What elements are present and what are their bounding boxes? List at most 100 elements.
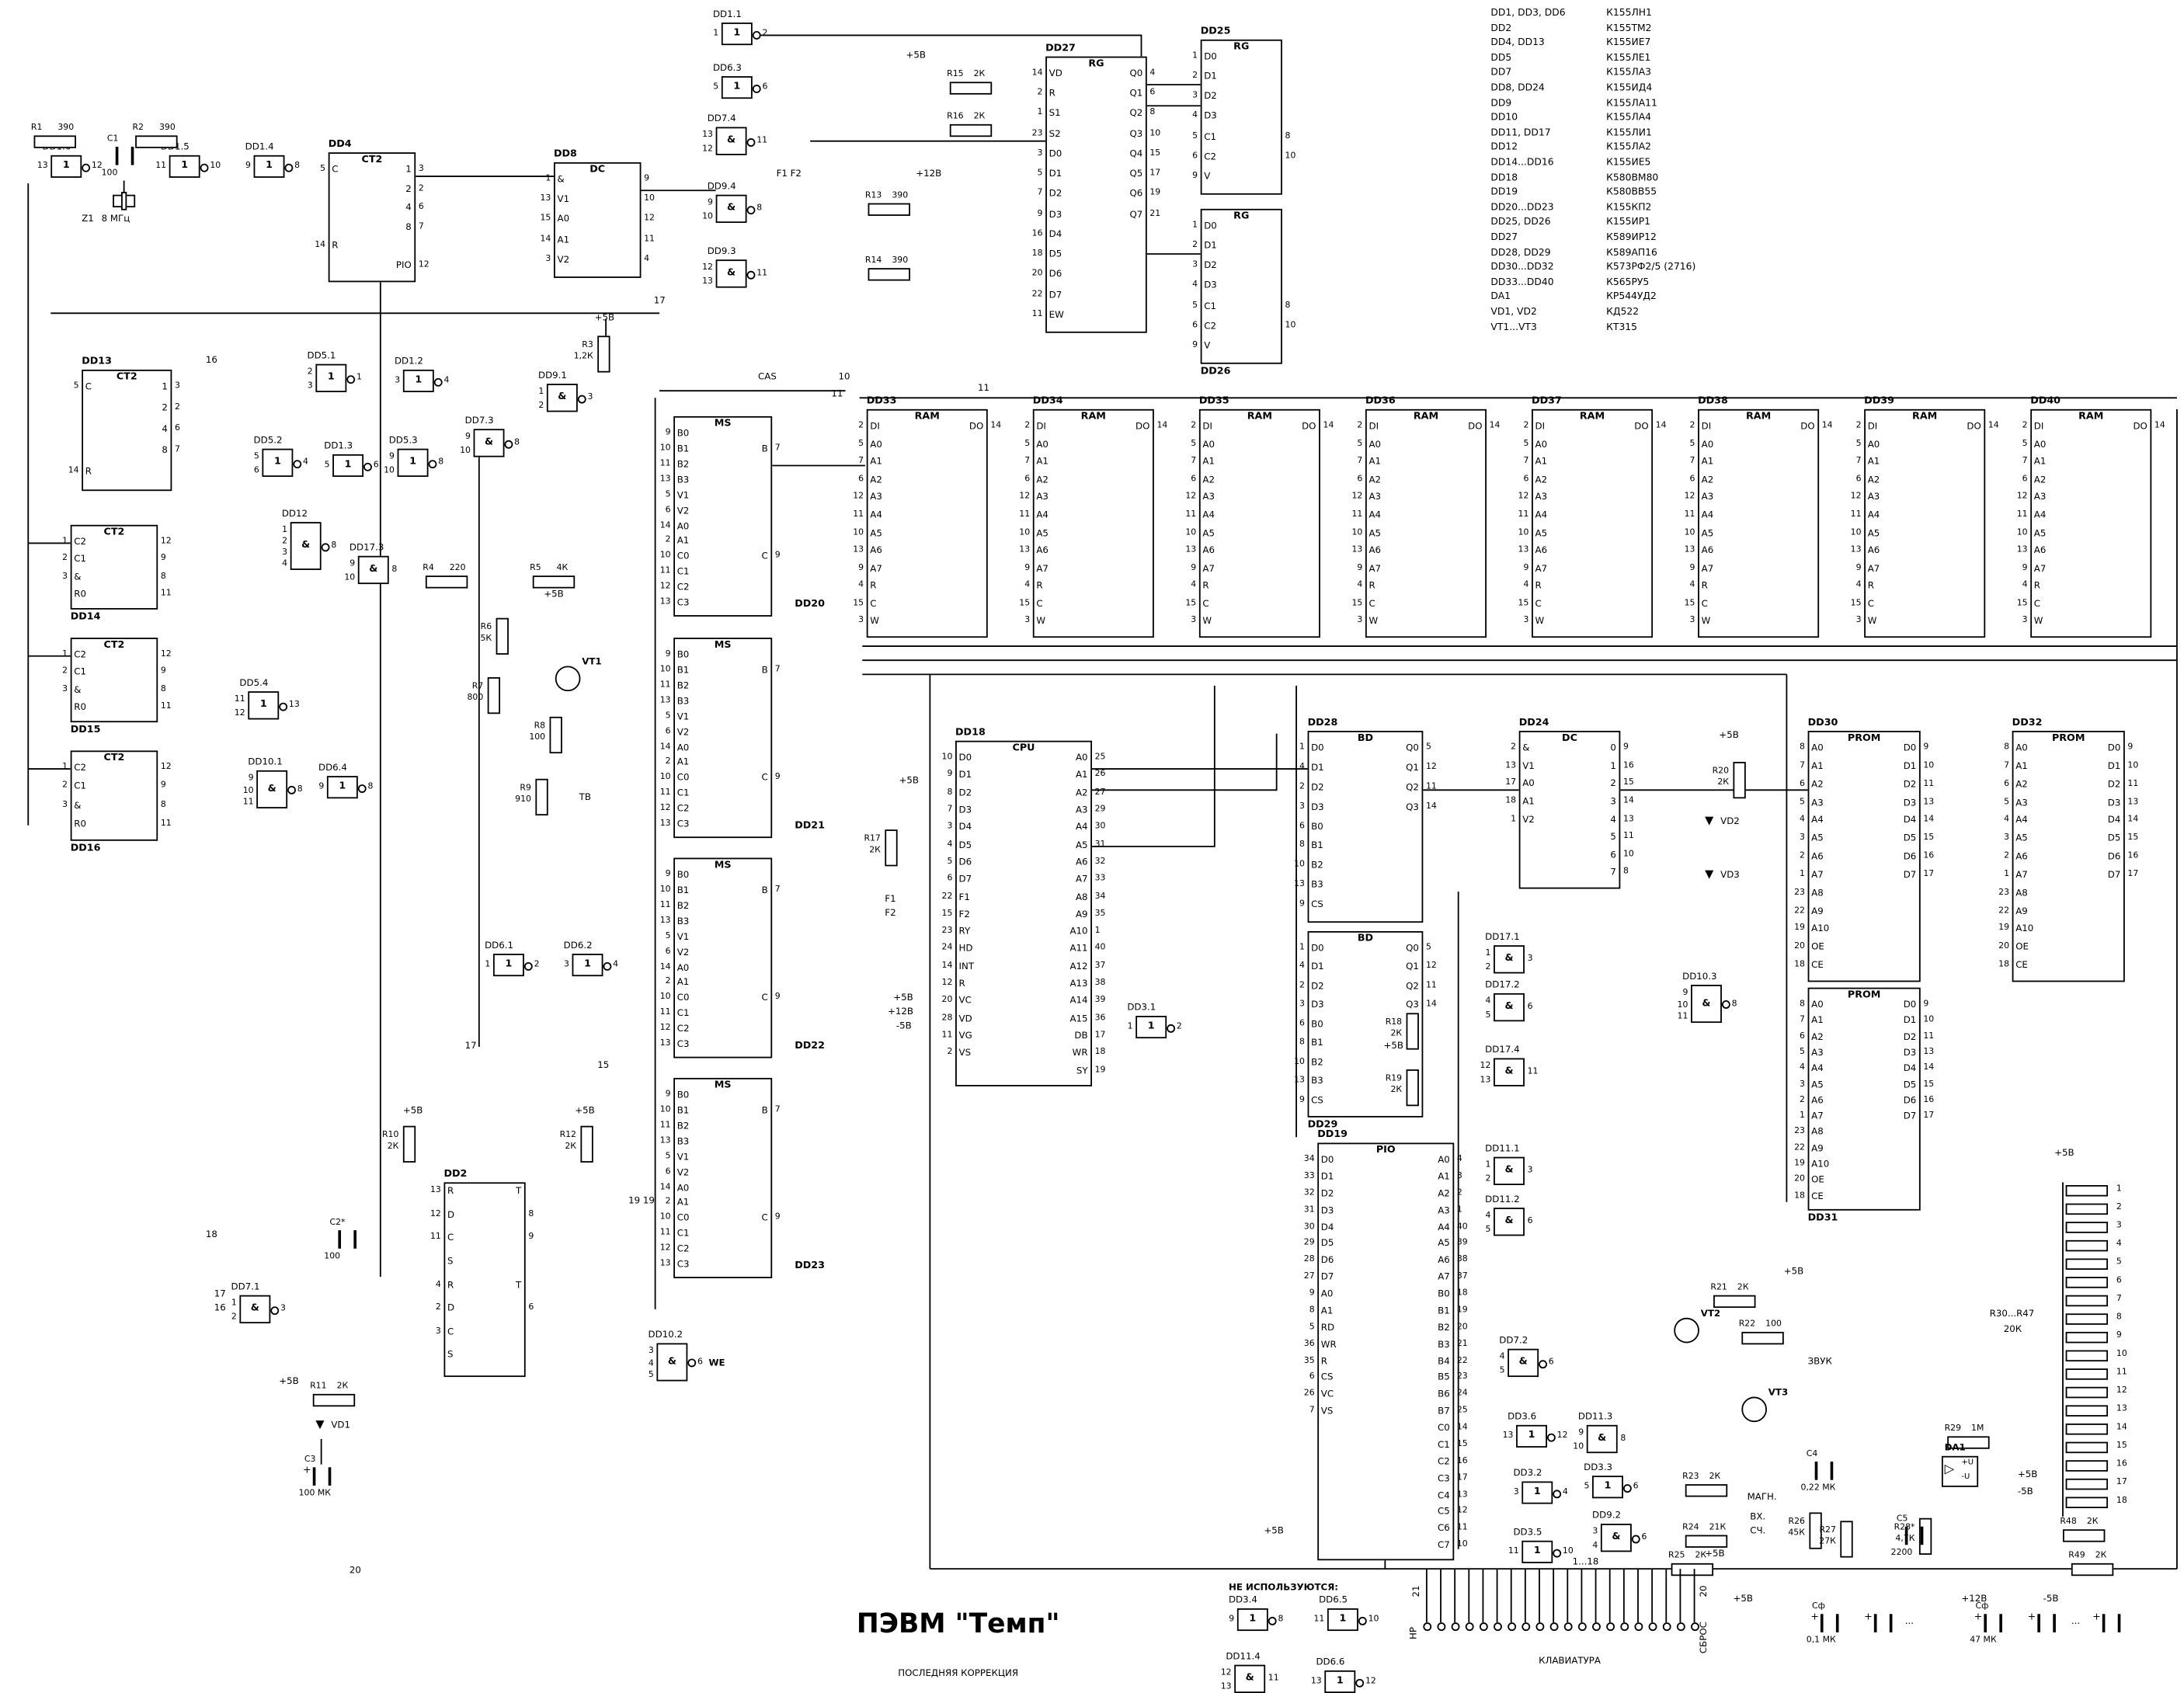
resistor-value: 390 [892, 255, 909, 266]
gate-symbol: 1 [1604, 1479, 1612, 1492]
gate-DD11.3 [1586, 1424, 1618, 1454]
pin-number: 32 [1094, 856, 1106, 867]
parts-list-refs: DD10 [1490, 111, 1518, 123]
gate-designator: DD3.4 [1228, 1594, 1257, 1606]
pin-number: 13 [1923, 796, 1935, 807]
pin-number: 11 [756, 268, 768, 278]
crystal-plate [121, 192, 127, 210]
pin-number: 2 [947, 1047, 953, 1058]
pin-label: F1 [958, 891, 970, 902]
inversion-dot [752, 30, 761, 39]
pin-label: D7 [1903, 1110, 1917, 1122]
pin-number: 10 [1677, 999, 1688, 1010]
pin-label: A10 [1069, 926, 1088, 937]
parts-list-refs: DD5 [1490, 51, 1512, 64]
pin-number: 3 [62, 683, 68, 694]
pin-label: B0 [676, 869, 690, 881]
gate-designator: DD11.1 [1485, 1142, 1520, 1155]
parts-list-value: К155КП2 [1606, 201, 1652, 213]
label: 20 [1698, 1585, 1709, 1597]
gate-designator: DD1.4 [245, 141, 274, 153]
pin-number: 12 [160, 536, 172, 547]
pin-label: A3 [1368, 491, 1382, 503]
gate-designator: DD12 [281, 508, 308, 520]
opamp-DA1 [1941, 1455, 1979, 1487]
pin-number: 9 [1192, 339, 1198, 350]
gate-symbol: & [1504, 1215, 1514, 1226]
pin-label: D0 [1049, 148, 1062, 160]
ic-DD36 [1365, 408, 1487, 638]
pin-number: 6 [1523, 473, 1529, 484]
pin-label: W [870, 615, 879, 627]
label: +5В [1705, 1547, 1725, 1559]
label: +12В [916, 168, 942, 179]
pin-label: A1 [1867, 456, 1880, 468]
pin-label: A2 [2033, 473, 2047, 485]
pin-number: 7 [1523, 456, 1529, 466]
resistor-value: 2К [387, 1141, 399, 1152]
ic-DD39 [1864, 408, 1986, 638]
gate-designator: DD7.2 [1499, 1334, 1528, 1347]
pin-number: 4 [1192, 110, 1198, 121]
pin-number: 9 [1192, 170, 1198, 181]
pin-label: B0 [676, 427, 690, 439]
capacitor-designator: C2* [329, 1217, 346, 1228]
pin-label: A11 [1069, 943, 1088, 954]
pin-label: DO [1634, 420, 1649, 432]
pin-label: A1 [676, 1197, 690, 1208]
pin-label: C2 [676, 581, 690, 593]
resistor-R9 [535, 778, 548, 816]
pin-label: C2 [676, 1023, 690, 1034]
gate-designator: DD3.1 [1127, 1001, 1156, 1013]
gate-designator: DD10.3 [1682, 970, 1717, 982]
resistor-R26 [1809, 1512, 1822, 1549]
pin-label: D6 [958, 856, 972, 868]
pin-label: D5 [958, 839, 972, 850]
pin-label: V [1204, 170, 1211, 183]
pin-label: A3 [1701, 491, 1714, 503]
pin-number: 10 [659, 551, 671, 561]
transistor-VT1 [555, 666, 581, 692]
pin-label: S1 [1049, 107, 1061, 120]
pin-label: A8 [1075, 891, 1088, 902]
pin-number: 13 [659, 1135, 671, 1145]
resistor-designator: R8 [534, 721, 546, 732]
pin-label: B [761, 884, 768, 896]
gate-DD6.5 [1327, 1608, 1358, 1632]
ic-DD31 [1807, 987, 1921, 1211]
gate-DD3.3 [1592, 1476, 1623, 1499]
pin-label: B3 [676, 695, 690, 707]
ic-designator: DD8 [553, 148, 577, 160]
ic-designator: DD14 [70, 610, 101, 623]
pin-number: 2 [435, 1302, 441, 1312]
gate-symbol: 1 [344, 458, 352, 470]
pin-label: A5 [1075, 839, 1088, 850]
pin-number: 3 [435, 1326, 441, 1336]
pin-label: D7 [2107, 868, 2121, 881]
pin-number: 13 [1294, 1075, 1305, 1086]
pin-number: 9 [1191, 562, 1197, 572]
pin-label: A2 [1811, 1031, 1824, 1042]
pin-number: 14 [659, 961, 671, 972]
capacitor-C3 [312, 1467, 332, 1486]
pin-number: 1 [538, 386, 544, 397]
ic-designator: DD19 [1317, 1128, 1348, 1140]
pin-number: 14 [1622, 795, 1634, 806]
pin-number: 5 [1800, 1046, 1805, 1057]
pin-number: 4 [1523, 580, 1529, 590]
ladder-pin-number: 11 [2116, 1367, 2127, 1378]
pin-label: A6 [1701, 544, 1714, 556]
pin-number: 39 [1456, 1237, 1468, 1248]
pin-number: 3 [282, 547, 288, 558]
gate-DD1.3 [332, 454, 364, 478]
pin-label: DO [969, 420, 984, 432]
label: 21 [1410, 1585, 1422, 1597]
pin-number: 16 [1923, 1094, 1935, 1105]
inversion-dot [504, 439, 513, 448]
pin-number: 21 [1456, 1338, 1468, 1349]
pin-number: 12 [1456, 1506, 1468, 1516]
gate-symbol: & [667, 1354, 676, 1367]
pin-number: 2 [1800, 850, 1805, 861]
pin-label: D0 [1903, 742, 1917, 754]
keyboard-pin-wire [1608, 1569, 1611, 1623]
